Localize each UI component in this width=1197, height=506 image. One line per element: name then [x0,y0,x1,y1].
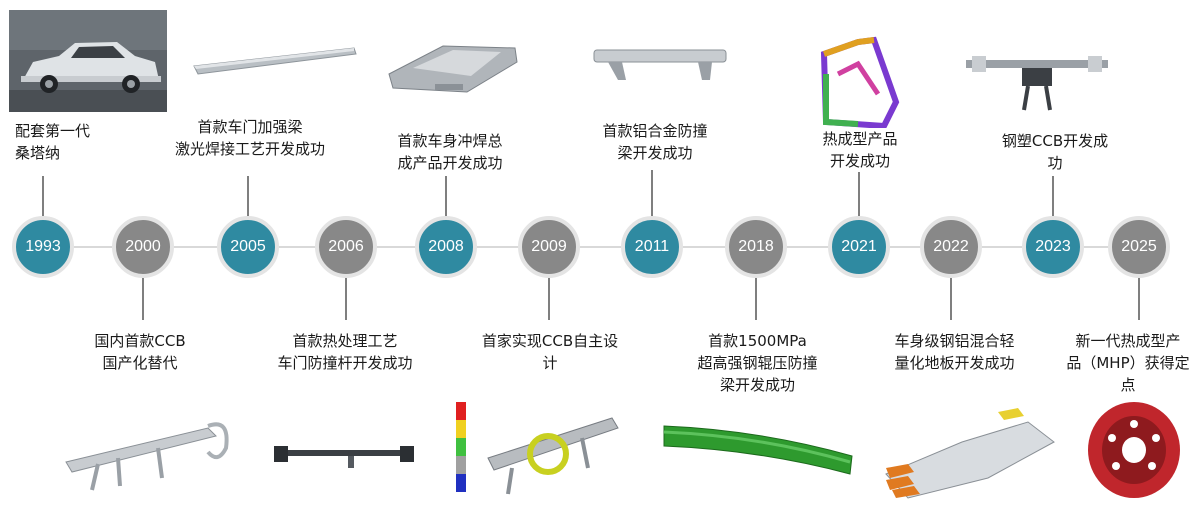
connector-2005 [247,176,249,216]
hot-forming-frame-image [820,36,900,128]
milestone-label-2022: 车身级钢铝混合轻 量化地板开发成功 [894,332,1015,372]
roll-formed-bumper-beam-image [663,425,853,475]
connector-2025 [1138,278,1140,320]
connector-2023 [1052,176,1054,216]
ccb-localization-image [65,422,229,491]
year-node-2000: 2000 [112,216,174,278]
milestone-label-2006: 首款热处理工艺 车门防撞杆开发成功 [277,332,413,372]
year-node-1993: 1993 [12,216,74,278]
year-node-2025: 2025 [1108,216,1170,278]
milestone-label-2011: 首款铝合金防撞 梁开发成功 [602,122,708,162]
milestone-label-1993: 配套第一代 桑塔纳 [15,122,91,162]
aluminum-bumper-beam-image [593,49,727,80]
year-node-2011: 2011 [621,216,683,278]
milestone-label-2009: 首家实现CCB自主设 计 [481,332,619,372]
timeline-axis [40,246,1140,248]
steel-aluminum-floor-image [885,408,1055,499]
heat-treated-anti-collision-bar-image [274,446,414,468]
connector-2011 [651,170,653,216]
year-node-2006: 2006 [315,216,377,278]
year-node-2021: 2021 [828,216,890,278]
milestone-label-2025: 新一代热成型产 品（MHP）获得定 点 [1066,332,1190,394]
year-node-2005: 2005 [217,216,279,278]
milestone-label-2005: 首款车门加强梁 激光焊接工艺开发成功 [174,118,325,158]
year-node-2018: 2018 [725,216,787,278]
year-node-2023: 2023 [1022,216,1084,278]
milestone-label-2023: 钢塑CCB开发成 功 [1001,132,1109,172]
connector-2000 [142,278,144,320]
milestone-label-2018: 首款1500MPa 超高强钢辊压防撞 梁开发成功 [697,332,818,394]
milestone-label-2021: 热成型产品 开发成功 [822,130,898,170]
connector-2022 [950,278,952,320]
connector-2009 [548,278,550,320]
steel-plastic-ccb-image [966,56,1108,111]
connector-2021 [858,172,860,216]
ccb-simulation-image [456,402,619,495]
door-beam-image [193,47,357,75]
year-node-2008: 2008 [415,216,477,278]
year-node-2009: 2009 [518,216,580,278]
year-node-2022: 2022 [920,216,982,278]
connector-1993 [42,176,44,216]
milestone-label-2000: 国内首款CCB 国产化替代 [94,332,186,372]
connector-2018 [755,278,757,320]
car-photo [9,10,167,112]
milestone-label-2008: 首款车身冲焊总 成产品开发成功 [397,132,503,172]
connector-2006 [345,278,347,320]
hot-formed-wheel-image [1088,402,1180,498]
connector-2008 [445,176,447,216]
body-stamping-image [388,45,518,93]
